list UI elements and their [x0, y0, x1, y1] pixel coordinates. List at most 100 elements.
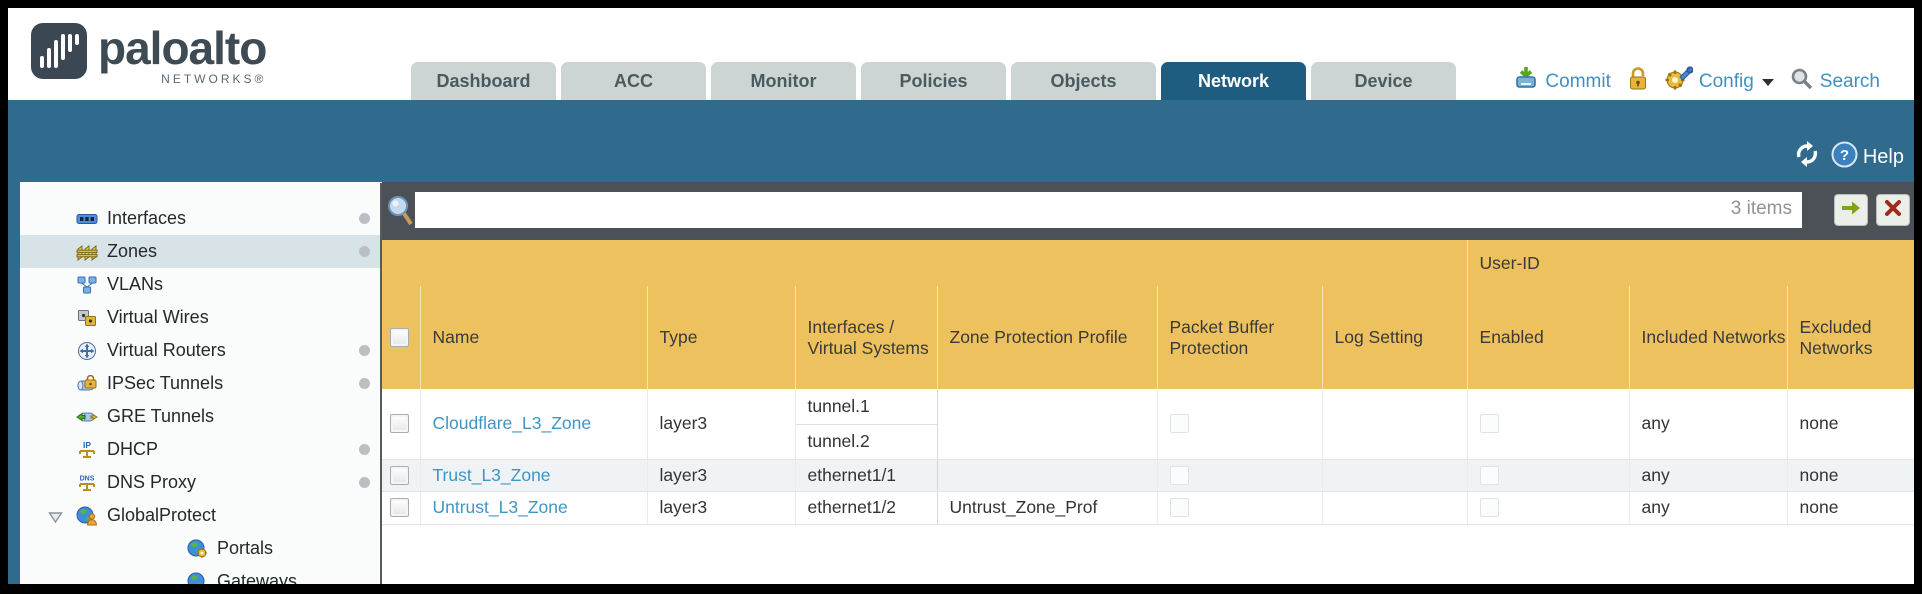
sidebar-item-label: GlobalProtect: [107, 505, 217, 525]
col-header-checkbox: [382, 286, 421, 389]
col-header-interfaces-virtual-systems[interactable]: Interfaces / Virtual Systems: [795, 286, 938, 389]
help-icon[interactable]: ?: [1831, 141, 1858, 174]
sidebar-item-portals[interactable]: Portals: [20, 532, 380, 565]
item-indicator-dot: [359, 213, 370, 224]
zone-name-link[interactable]: Cloudflare_L3_Zone: [432, 413, 592, 434]
column-label: Excluded Networks: [1799, 316, 1873, 358]
zone-protection-value: Untrust_Zone_Prof: [949, 497, 1098, 517]
col-header-included-networks[interactable]: Included Networks: [1629, 286, 1788, 389]
sidebar-item-label: Virtual Routers: [107, 340, 226, 360]
nav-actions: Commit Config Search: [1513, 64, 1880, 100]
column-label: Enabled: [1479, 327, 1544, 347]
column-label: Name: [432, 327, 480, 347]
col-header-zone-protection-profile[interactable]: Zone Protection Profile: [937, 286, 1158, 389]
col-header-enabled[interactable]: Enabled: [1467, 286, 1630, 389]
config-menu-button[interactable]: Config: [1665, 66, 1774, 98]
clear-filter-button[interactable]: [1876, 194, 1910, 226]
refresh-icon[interactable]: [1792, 140, 1822, 174]
cell-excluded-networks: none: [1787, 389, 1914, 460]
packet-buffer-protection-checkbox[interactable]: [1169, 414, 1189, 434]
select-all-checkbox[interactable]: [390, 328, 409, 347]
expander-down-icon[interactable]: [48, 508, 63, 529]
help-label[interactable]: Help: [1862, 145, 1904, 168]
cell-name: Cloudflare_L3_Zone: [420, 389, 648, 460]
zone-name-link[interactable]: Untrust_L3_Zone: [432, 497, 568, 517]
tab-label: Network: [1197, 70, 1269, 91]
packet-buffer-protection-checkbox[interactable]: [1169, 498, 1189, 517]
col-header-log-setting[interactable]: Log Setting: [1322, 286, 1468, 389]
logo-wordmark: paloalto: [98, 22, 267, 74]
sidebar-item-virtual-wires[interactable]: Virtual Wires: [20, 301, 380, 334]
sidebar-item-label: IPSec Tunnels: [107, 373, 224, 393]
interface-value: tunnel.1: [807, 395, 870, 416]
tab-network[interactable]: Network: [1161, 62, 1306, 100]
lock-icon[interactable]: [1627, 67, 1649, 97]
sidebar-item-globalprotect[interactable]: GlobalProtect: [20, 499, 380, 532]
filter-input[interactable]: [421, 192, 1715, 230]
sidebar-item-virtual-routers[interactable]: Virtual Routers: [20, 334, 380, 367]
virtual-routers-icon: [75, 341, 99, 361]
sidebar-item-gateways[interactable]: Gateways: [20, 565, 380, 584]
sidebar-item-vlans[interactable]: VLANs: [20, 268, 380, 301]
header-band: ? Help: [8, 100, 1914, 182]
gateways-icon: [185, 572, 209, 584]
zones-icon: [75, 242, 99, 262]
globalprotect-icon: [75, 506, 99, 526]
cell-log-setting: [1322, 389, 1468, 460]
cell-select: [382, 459, 421, 492]
global-search-button[interactable]: Search: [1790, 67, 1880, 97]
col-header-name[interactable]: Name: [420, 286, 648, 389]
included-networks-value: any: [1641, 413, 1670, 434]
cell-excluded-networks: none: [1787, 459, 1914, 492]
commit-button[interactable]: Commit: [1513, 66, 1611, 98]
col-header-type[interactable]: Type: [647, 286, 796, 389]
col-header-packet-buffer-protection[interactable]: Packet Buffer Protection: [1157, 286, 1323, 389]
packet-buffer-protection-checkbox[interactable]: [1169, 465, 1189, 485]
commit-icon: [1513, 66, 1539, 98]
sidebar-item-gre-tunnels[interactable]: GRE Tunnels: [20, 400, 380, 433]
tab-acc[interactable]: ACC: [561, 62, 706, 100]
filter-toolbar: 3 items: [382, 182, 1914, 240]
cell-included-networks: any: [1629, 389, 1788, 460]
tab-objects[interactable]: Objects: [1011, 62, 1156, 100]
apply-filter-button[interactable]: [1834, 194, 1868, 226]
commit-label: Commit: [1545, 71, 1611, 92]
zone-name-link[interactable]: Trust_L3_Zone: [432, 464, 551, 485]
user-id-enabled-checkbox[interactable]: [1479, 414, 1499, 434]
col-header-excluded-networks[interactable]: Excluded Networks: [1787, 286, 1914, 389]
sidebar-item-zones[interactable]: Zones: [20, 235, 380, 268]
cell-type-value: layer3: [659, 464, 708, 485]
header-spacer: [382, 240, 1468, 286]
sidebar-item-ipsec-tunnels[interactable]: IPSec Tunnels: [20, 367, 380, 400]
user-id-group-label: User-ID: [1479, 252, 1540, 273]
tab-policies[interactable]: Policies: [861, 62, 1006, 100]
tab-monitor[interactable]: Monitor: [711, 62, 856, 100]
row-checkbox[interactable]: [390, 465, 409, 485]
cell-type-value: layer3: [659, 413, 708, 434]
tab-label: Policies: [899, 70, 968, 91]
cell-log-setting: [1322, 491, 1468, 525]
cell-zone-protection-profile: [937, 389, 1158, 460]
cell-packet-buffer-protection: [1157, 389, 1323, 460]
tab-label: Device: [1354, 70, 1413, 91]
tab-device[interactable]: Device: [1311, 62, 1456, 100]
row-checkbox[interactable]: [390, 498, 409, 517]
row-checkbox[interactable]: [390, 414, 409, 434]
tab-label: Dashboard: [436, 70, 531, 91]
cell-excluded-networks: none: [1787, 491, 1914, 525]
user-id-enabled-checkbox[interactable]: [1479, 498, 1499, 517]
left-accent-strip: [8, 182, 20, 584]
tab-dashboard[interactable]: Dashboard: [411, 62, 556, 100]
user-id-enabled-checkbox[interactable]: [1479, 465, 1499, 485]
user-id-group-header: User-ID: [1466, 240, 1914, 286]
cell-included-networks: any: [1629, 491, 1788, 525]
cell-interface: tunnel.2: [794, 424, 938, 460]
sidebar-item-interfaces[interactable]: Interfaces: [20, 202, 380, 235]
